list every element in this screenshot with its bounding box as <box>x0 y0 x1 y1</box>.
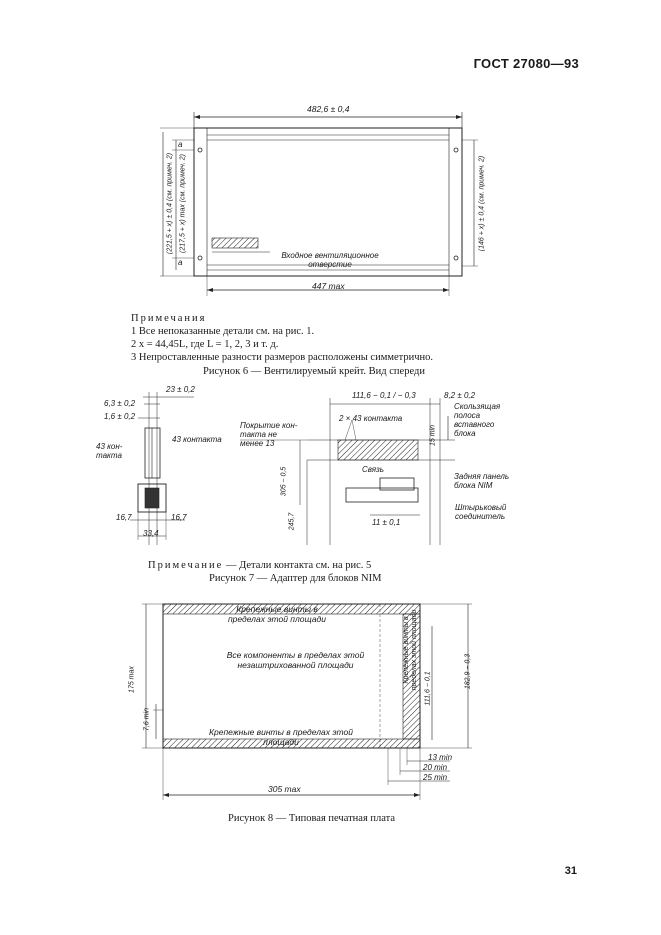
dim-111-6: 111,6 − 0,1 / − 0,3 <box>352 391 416 400</box>
notes-title: Примечания <box>131 313 207 324</box>
dim-13: 13 min <box>428 753 453 762</box>
vent-label: Входное вентиляционное отверстие <box>281 251 379 269</box>
label-screws-side: Крепежные винты в пределах этой площади <box>403 609 418 691</box>
fig7-caption: Рисунок 7 — Адаптер для блоков NIM <box>209 573 382 584</box>
dim-175: 175 max <box>128 666 136 693</box>
fig7-note-text: — Детали контакта см. на рис. 5 <box>225 560 372 571</box>
label-rear-panel-top: Скользящая полоса вставного блока <box>454 402 501 438</box>
fig8-caption: Рисунок 8 — Типовая печатная плата <box>228 813 396 824</box>
page-number: 31 <box>564 865 577 877</box>
dim-a-top: а <box>178 140 183 149</box>
note-1: 1 Все непоказанные детали см. на рис. 1. <box>131 326 315 337</box>
label-components: Все компоненты в пределах этой незаштрих… <box>226 650 365 670</box>
dim-20: 20 min <box>423 763 448 772</box>
fig7-note: Примечание — Детали контакта см. на рис.… <box>148 560 371 571</box>
note-3: 3 Непроставленные разности размеров расп… <box>131 352 434 363</box>
fig6-caption: Рисунок 6 — Вентилируемый крейт. Вид спе… <box>203 366 425 377</box>
label-connector: Штырьковый соединитель <box>455 503 507 521</box>
standard-header: ГОСТ 27080—93 <box>473 56 579 71</box>
dim-1-6: 1,6 ± 0,2 <box>104 412 136 421</box>
label-rear-panel: Задняя панель блока NIM <box>454 472 510 490</box>
fig6-notes: Примечания 1 Все непоказанные детали см.… <box>131 312 433 364</box>
dim-11: 11 ± 0,1 <box>372 518 401 527</box>
label-43-contacts-mid: 43 контакта <box>172 435 222 444</box>
dim-111-6-fig8: 111,6 − 0,1 <box>424 671 432 706</box>
dim-a-bottom: а <box>178 258 183 267</box>
dim-16-7-right: 16,7 <box>171 513 187 522</box>
dim-width-inner: 447 max <box>312 281 345 291</box>
label-2x43-contacts: 2 × 43 контакта <box>339 414 403 423</box>
dim-33-4: 33,4 <box>143 529 159 538</box>
dim-16-7-left: 16,7 <box>116 513 132 522</box>
dim-305-fig8: 305 max <box>268 784 301 794</box>
label-43-contacts-left: 43 кон- такта <box>96 442 123 460</box>
label-screws-top: Крепежные винты в пределах этой площади <box>228 604 326 624</box>
dim-6-3: 6,3 ± 0,2 <box>104 399 136 408</box>
fig7-note-title: Примечание <box>148 560 224 571</box>
dim-8-2: 8,2 ± 0,2 <box>444 391 476 400</box>
dim-width-total: 482,6 ± 0,4 <box>307 104 350 114</box>
note-2: 2 x = 44,45L, где L = 1, 2, 3 и т. д. <box>131 339 279 350</box>
dim-182-9: 182,9 − 0,3 <box>464 653 472 690</box>
dim-7-6: 7,6 min <box>143 708 151 731</box>
label-link: Связь <box>362 465 384 474</box>
dim-25: 25 min <box>423 773 448 782</box>
dim-23: 23 ± 0,2 <box>166 385 195 394</box>
label-coating: Покрытие кон- такта не менее 13 <box>240 421 298 448</box>
label-screws-bottom: Крепежные винты в пределах этой площади <box>209 727 353 747</box>
